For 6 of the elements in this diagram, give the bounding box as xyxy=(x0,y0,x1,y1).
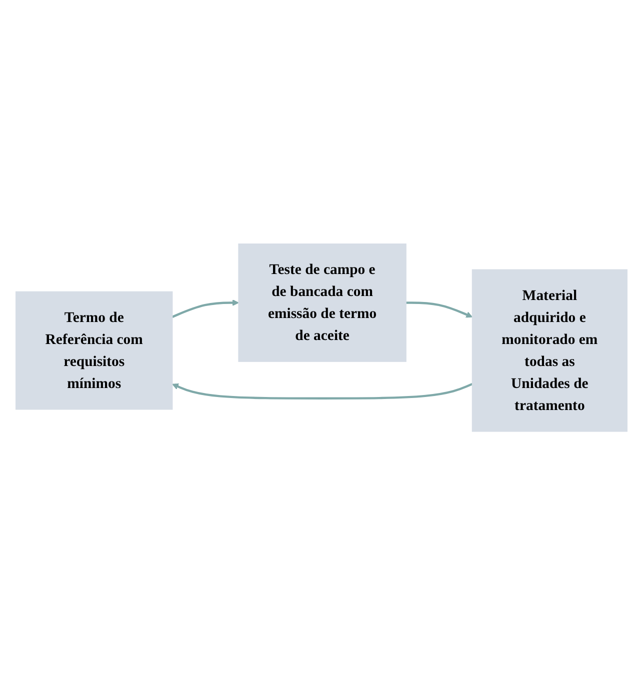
node-box: Termo de Referência com requisitos mínimos xyxy=(16,292,173,410)
arrow xyxy=(172,383,473,400)
arrow xyxy=(172,300,239,318)
arrow xyxy=(406,302,473,318)
node-box: Material adquirido e monitorado em todas as Unidades de tratamento xyxy=(472,270,628,432)
node-box: Teste de campo e de bancada com emissão de termo de aceite xyxy=(238,244,406,362)
